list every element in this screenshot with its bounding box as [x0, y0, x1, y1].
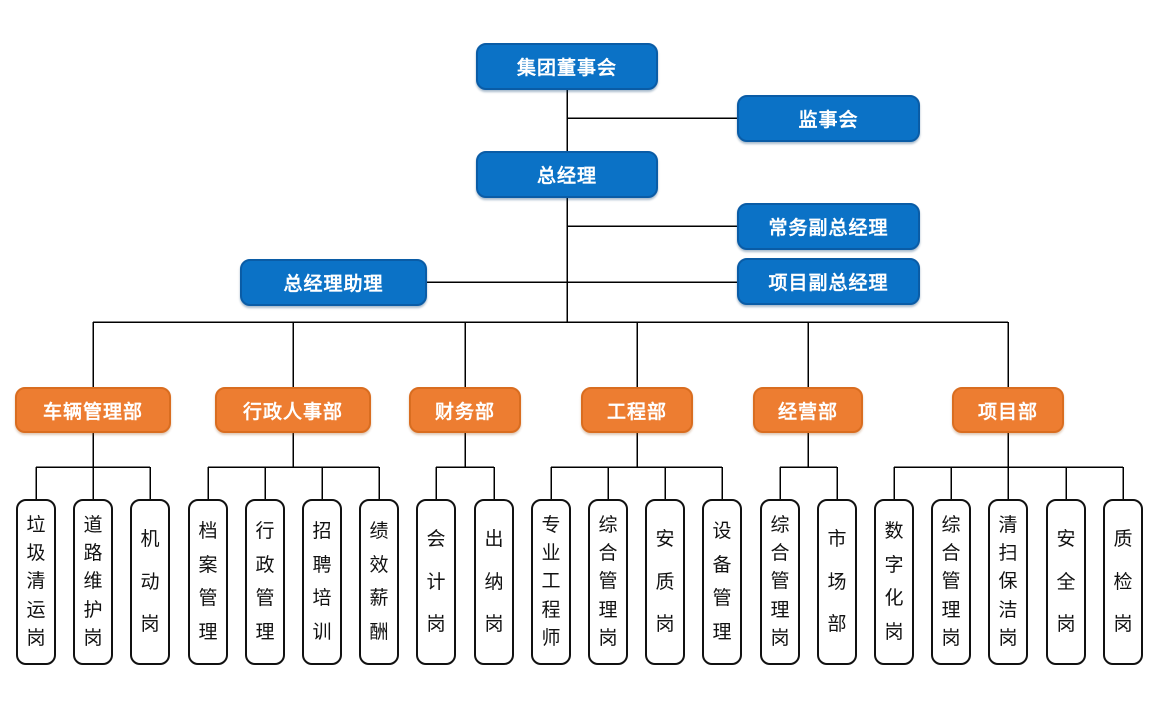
node-post-mobile: 机动岗: [130, 499, 170, 665]
node-dept-project: 项目部: [952, 387, 1064, 433]
node-post-market: 市场部: [817, 499, 857, 665]
node-post-safety: 安全岗: [1046, 499, 1086, 665]
node-post-admin-management: 行政管理: [245, 499, 285, 665]
node-post-quality-inspection: 质检岗: [1103, 499, 1143, 665]
node-post-archives-management: 档案管理: [188, 499, 228, 665]
node-post-recruit-training: 招聘培训: [302, 499, 342, 665]
node-dept-operations: 经营部: [753, 387, 863, 433]
node-post-garbage-collection: 垃圾清运岗: [16, 499, 56, 665]
node-post-cashier: 出纳岗: [474, 499, 514, 665]
node-group-board: 集团董事会: [476, 43, 658, 90]
node-dept-engineering: 工程部: [581, 387, 693, 433]
node-post-performance-payroll: 绩效薪酬: [359, 499, 399, 665]
node-gm-assistant: 总经理助理: [240, 259, 427, 306]
node-dept-finance: 财务部: [409, 387, 521, 433]
node-post-accountant: 会计岗: [416, 499, 456, 665]
node-post-safety-quality: 安质岗: [645, 499, 685, 665]
node-post-general-management-proj: 综合管理岗: [931, 499, 971, 665]
node-post-equipment-management: 设备管理: [702, 499, 742, 665]
node-post-road-maintenance: 道路维护岗: [73, 499, 113, 665]
node-post-professional-engineer: 专业工程师: [531, 499, 571, 665]
node-dept-admin-hr: 行政人事部: [215, 387, 371, 433]
node-post-digitalization: 数字化岗: [874, 499, 914, 665]
node-project-deputy-gm: 项目副总经理: [737, 258, 920, 305]
node-post-cleaning: 清扫保洁岗: [988, 499, 1028, 665]
node-supervisory-board: 监事会: [737, 95, 920, 142]
node-executive-deputy-gm: 常务副总经理: [737, 203, 920, 250]
node-post-general-management-eng: 综合管理岗: [588, 499, 628, 665]
node-general-manager: 总经理: [476, 151, 658, 198]
node-dept-vehicle-management: 车辆管理部: [15, 387, 171, 433]
node-post-general-management-ops: 综合管理岗: [760, 499, 800, 665]
